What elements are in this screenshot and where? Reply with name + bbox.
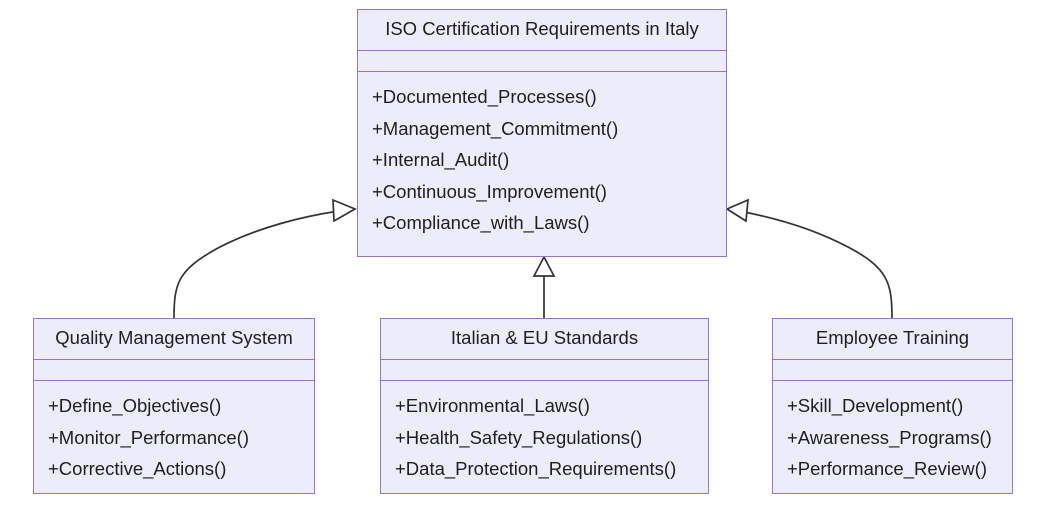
class-attributes-compartment-iso [358,51,726,72]
class-method: +Health_Safety_Regulations() [395,426,643,448]
edge-line-qms-to-iso [173,210,340,319]
class-method: +Documented_Processes() [372,86,597,107]
class-methods-compartment-standards: +Environmental_Laws() +Health_Safety_Reg… [381,381,708,498]
class-attributes-compartment-standards [381,360,708,381]
class-method: +Awareness_Programs() [787,426,992,448]
class-box-italian-eu-standards[interactable]: Italian & EU Standards +Environmental_La… [380,318,709,494]
class-method: +Continuous_Improvement() [372,180,607,202]
edge-qms-to-iso [173,198,357,319]
class-method: +Skill_Development() [787,395,964,416]
generalization-arrowhead-training [725,198,749,223]
class-method: +Performance_Review() [787,458,987,479]
edge-standards-to-iso [532,255,556,318]
edge-training-to-iso [725,198,893,319]
class-methods-compartment-training: +Skill_Development() +Awareness_Programs… [773,381,1012,498]
class-box-employee-training[interactable]: Employee Training +Skill_Development() +… [772,318,1013,494]
class-method: +Data_Protection_Requirements() [395,458,677,479]
class-method: +Environmental_Laws() [395,395,590,416]
class-name-quality-management-system: Quality Management System [34,319,314,360]
class-box-quality-management-system[interactable]: Quality Management System +Define_Object… [33,318,315,494]
class-methods-compartment-iso: +Documented_Processes() +Management_Comm… [358,72,726,252]
class-method: +Internal_Audit() [372,149,510,170]
class-box-iso-certification-requirements-in-italy[interactable]: ISO Certification Requirements in Italy … [357,9,727,257]
class-method: +Monitor_Performance() [48,426,250,448]
class-methods-compartment-qms: +Define_Objectives() +Monitor_Performanc… [34,381,314,498]
class-attributes-compartment-qms [34,360,314,381]
generalization-arrowhead-qms [332,198,357,223]
generalization-arrowhead-standards [532,255,556,277]
class-method: +Corrective_Actions() [48,458,227,479]
class-attributes-compartment-training [773,360,1012,381]
class-name-iso-certification-requirements-in-italy: ISO Certification Requirements in Italy [358,10,726,51]
edge-line-training-to-iso [743,211,893,319]
class-method: +Define_Objectives() [48,395,222,416]
class-method: +Compliance_with_Laws() [372,212,590,233]
class-name-employee-training: Employee Training [773,319,1012,360]
class-name-italian-eu-standards: Italian & EU Standards [381,319,708,360]
class-method: +Management_Commitment() [372,117,619,139]
